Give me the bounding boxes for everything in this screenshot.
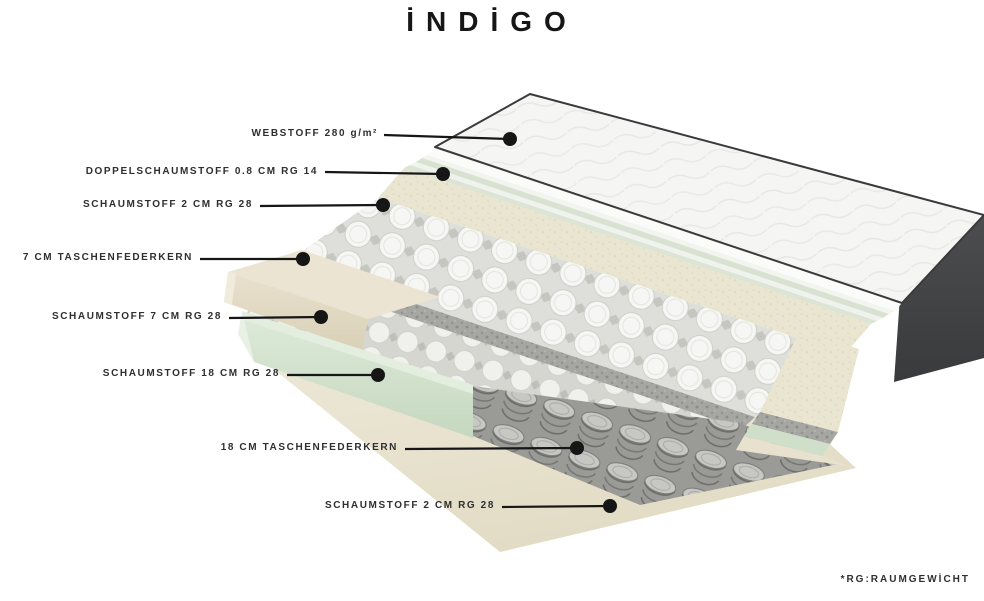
- callout-dot: [371, 368, 385, 382]
- footnote-rg-raumgewicht: *RG:RAUMGEWİCHT: [840, 574, 970, 585]
- callout-dot: [376, 198, 390, 212]
- callout-dot: [296, 252, 310, 266]
- foam-18cm-layer: [238, 311, 473, 438]
- foam-frame-right: [760, 330, 859, 432]
- label-taschenfederkern-18cm: 18 CM TASCHENFEDERKERN: [220, 442, 398, 453]
- label-schaumstoff-2cm-bottom: SCHAUMSTOFF 2 CM RG 28: [324, 500, 495, 511]
- label-taschenfederkern-7cm: 7 CM TASCHENFEDERKERN: [22, 252, 193, 263]
- cover-edge-band: [428, 147, 902, 311]
- callout-dot: [436, 167, 450, 181]
- label-schaumstoff-18cm: SCHAUMSTOFF 18 CM RG 28: [102, 368, 280, 379]
- callout-dot: [503, 132, 517, 146]
- product-title: İNDİGO: [406, 6, 578, 37]
- pocket-springs-7cm-layer: [288, 198, 845, 417]
- label-doppelschaumstoff: DOPPELSCHAUMSTOFF 0.8 CM RG 14: [85, 166, 318, 177]
- foam-7cm-layer: [224, 250, 440, 351]
- foam-2cm-layer: [378, 168, 871, 354]
- label-webstoff: WEBSTOFF 280 g/m²: [251, 128, 378, 139]
- callout-dot: [570, 441, 584, 455]
- callout-line: [501, 504, 611, 509]
- double-foam-layer: [404, 155, 895, 324]
- callout-dots: [296, 132, 617, 513]
- callout-line: [259, 203, 384, 208]
- pocket-springs-18cm-layer: [473, 386, 838, 505]
- callouts: [200, 133, 611, 509]
- callout-line: [383, 133, 511, 141]
- callout-dot: [603, 499, 617, 513]
- callout-line: [404, 446, 578, 451]
- quilted-top-layer: [434, 93, 984, 304]
- cross-section-right-end: [736, 412, 848, 466]
- callout-line: [324, 170, 444, 176]
- callout-dot: [314, 310, 328, 324]
- side-cover-dark: [894, 216, 984, 382]
- label-schaumstoff-2cm-top: SCHAUMSTOFF 2 CM RG 28: [82, 199, 253, 210]
- callout-line: [228, 315, 322, 320]
- label-schaumstoff-7cm: SCHAUMSTOFF 7 CM RG 28: [51, 311, 222, 322]
